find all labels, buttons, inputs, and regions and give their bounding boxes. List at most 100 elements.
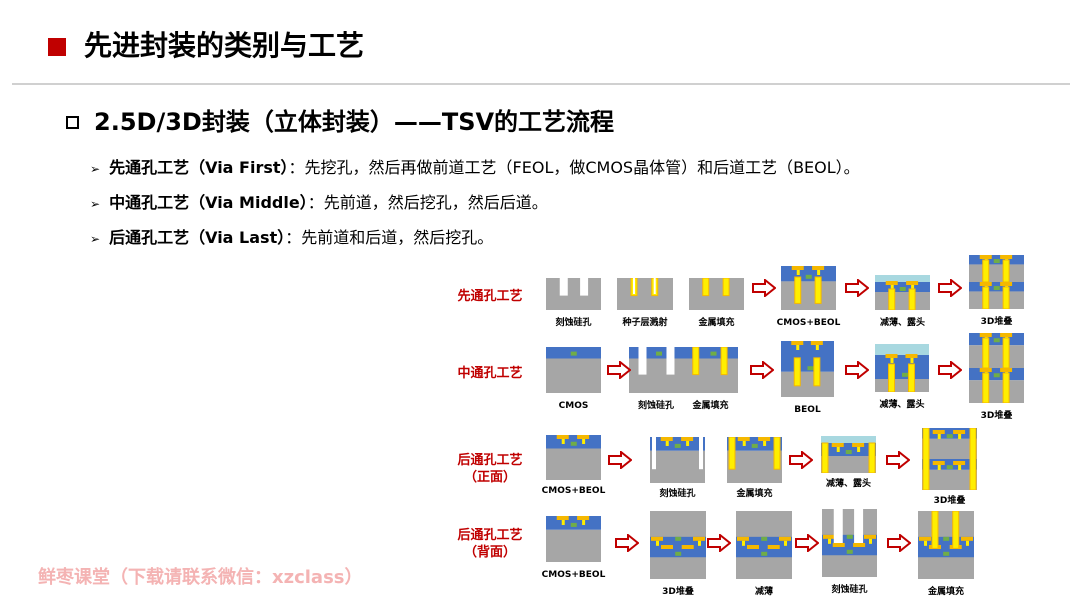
- beol-layer: [650, 437, 705, 451]
- process-arrow-icon: [795, 534, 819, 552]
- metal-pad: [885, 354, 898, 358]
- metal-pad: [932, 430, 945, 434]
- silicon-layer: [546, 278, 601, 310]
- metal-pad: [979, 368, 992, 372]
- process-arrow-icon: [938, 279, 962, 297]
- bullet-term: 后通孔工艺（Via Last）: [109, 228, 286, 247]
- metal-contact: [815, 345, 819, 350]
- tsv-metal: [1002, 337, 1010, 369]
- process-step-label: 金属填充: [692, 401, 729, 411]
- device: [656, 351, 662, 356]
- tsv-metal: [793, 357, 801, 387]
- metal-pad: [556, 516, 569, 520]
- process-arrow-icon: [938, 361, 962, 379]
- carrier-layer: [875, 344, 929, 355]
- tsv-metal: [952, 511, 960, 549]
- device: [761, 551, 768, 556]
- watermark: 鲜枣课堂（下载请联系微信：xzclass）: [38, 567, 363, 588]
- process-step-illustration: [875, 344, 929, 392]
- metal-pad: [953, 461, 966, 465]
- tsv-metal: [982, 337, 990, 369]
- process-step-label: 金属填充: [736, 489, 773, 499]
- tsv-metal: [1002, 372, 1010, 403]
- tsv-metal: [907, 363, 915, 392]
- header-divider: [12, 83, 1070, 85]
- metal-pad: [953, 430, 966, 434]
- process-arrow-icon: [752, 279, 776, 297]
- bullet-text: ：先前道，然后挖孔，然后后道。: [307, 193, 548, 212]
- process-step-label: 减薄、露头: [825, 479, 871, 489]
- bullet-text: ：先前道和后道，然后挖孔。: [285, 228, 494, 247]
- metal-pad: [979, 255, 992, 259]
- via-hole: [580, 278, 589, 296]
- device: [570, 522, 577, 527]
- metal-contact: [686, 441, 690, 446]
- arrow-bullet-icon: ➢: [90, 232, 101, 246]
- device: [675, 551, 682, 556]
- bullet-term: 中通孔工艺（Via Middle）: [109, 193, 308, 212]
- silicon-layer: [969, 291, 1024, 309]
- silicon-layer: [922, 469, 977, 490]
- metal-pad: [660, 437, 673, 441]
- device: [993, 259, 1000, 264]
- metal-contact: [763, 441, 767, 446]
- metal-pad: [681, 545, 694, 549]
- via-hole: [652, 437, 656, 470]
- process-step-label: CMOS+BEOL: [541, 570, 606, 580]
- process-step-label: 刻蚀硅孔: [555, 318, 592, 328]
- tsv-metal: [969, 428, 977, 490]
- device: [805, 274, 812, 279]
- device: [675, 536, 682, 541]
- metal-pad: [791, 266, 804, 270]
- silicon-layer: [821, 456, 876, 473]
- metal-contact: [937, 465, 941, 470]
- arrow-bullet-icon: ➢: [90, 197, 101, 211]
- process-step-label: BEOL: [794, 405, 821, 415]
- section-title: 2.5D/3D封装（立体封装）——TSV的工艺流程: [94, 108, 615, 136]
- metal-contact: [698, 540, 701, 546]
- bullet-text: ：先挖孔，然后再做前道工艺（FEOL，做CMOS晶体管）和后道工艺（BEOL）。: [288, 158, 860, 177]
- process-step-illustration: [689, 278, 744, 310]
- hollow-square-bullet-icon: [66, 116, 79, 129]
- metal-contact: [796, 345, 800, 350]
- process-step-label: 3D堆叠: [662, 587, 694, 597]
- process-row-label: 中通孔工艺: [457, 366, 523, 381]
- via-hole: [633, 278, 635, 294]
- process-arrow-icon: [707, 534, 731, 552]
- metal-contact: [665, 441, 669, 446]
- metal-pad: [779, 536, 791, 541]
- device: [846, 549, 853, 554]
- bullet-term: 先通孔工艺（Via First）: [109, 158, 289, 177]
- silicon-layer: [689, 278, 744, 310]
- metal-pad: [1000, 282, 1013, 286]
- metal-contact: [890, 358, 894, 363]
- process-arrow-icon: [608, 451, 632, 469]
- metal-pad: [810, 341, 823, 345]
- process-step-illustration: [546, 435, 601, 480]
- process-step-label: CMOS+BEOL: [776, 318, 841, 328]
- metal-pad: [737, 437, 750, 441]
- silicon-layer: [969, 345, 1024, 368]
- metal-contact: [836, 447, 840, 452]
- metal-pad: [852, 443, 865, 447]
- process-row-label: 后通孔工艺 （正面）: [457, 453, 523, 485]
- beol-layer: [821, 443, 876, 456]
- bullet-via-middle: ➢ 中通孔工艺（Via Middle）：先前道，然后挖孔，然后后道。: [90, 192, 548, 215]
- metal-pad: [791, 341, 804, 345]
- metal-contact: [857, 447, 861, 452]
- tsv-metal: [931, 511, 939, 549]
- metal-pad: [758, 437, 771, 441]
- device: [943, 551, 950, 556]
- process-arrow-icon: [887, 534, 911, 552]
- metal-contact: [742, 441, 746, 446]
- tsv-metal: [813, 357, 821, 387]
- via-hole: [833, 509, 843, 543]
- device: [993, 338, 1000, 343]
- process-step-illustration: [629, 347, 683, 393]
- tsv-metal: [821, 442, 829, 473]
- process-step-label: 减薄: [754, 587, 773, 597]
- device: [674, 443, 681, 448]
- metal-contact: [966, 540, 969, 546]
- process-arrow-icon: [789, 451, 813, 469]
- silicon-layer: [875, 292, 930, 310]
